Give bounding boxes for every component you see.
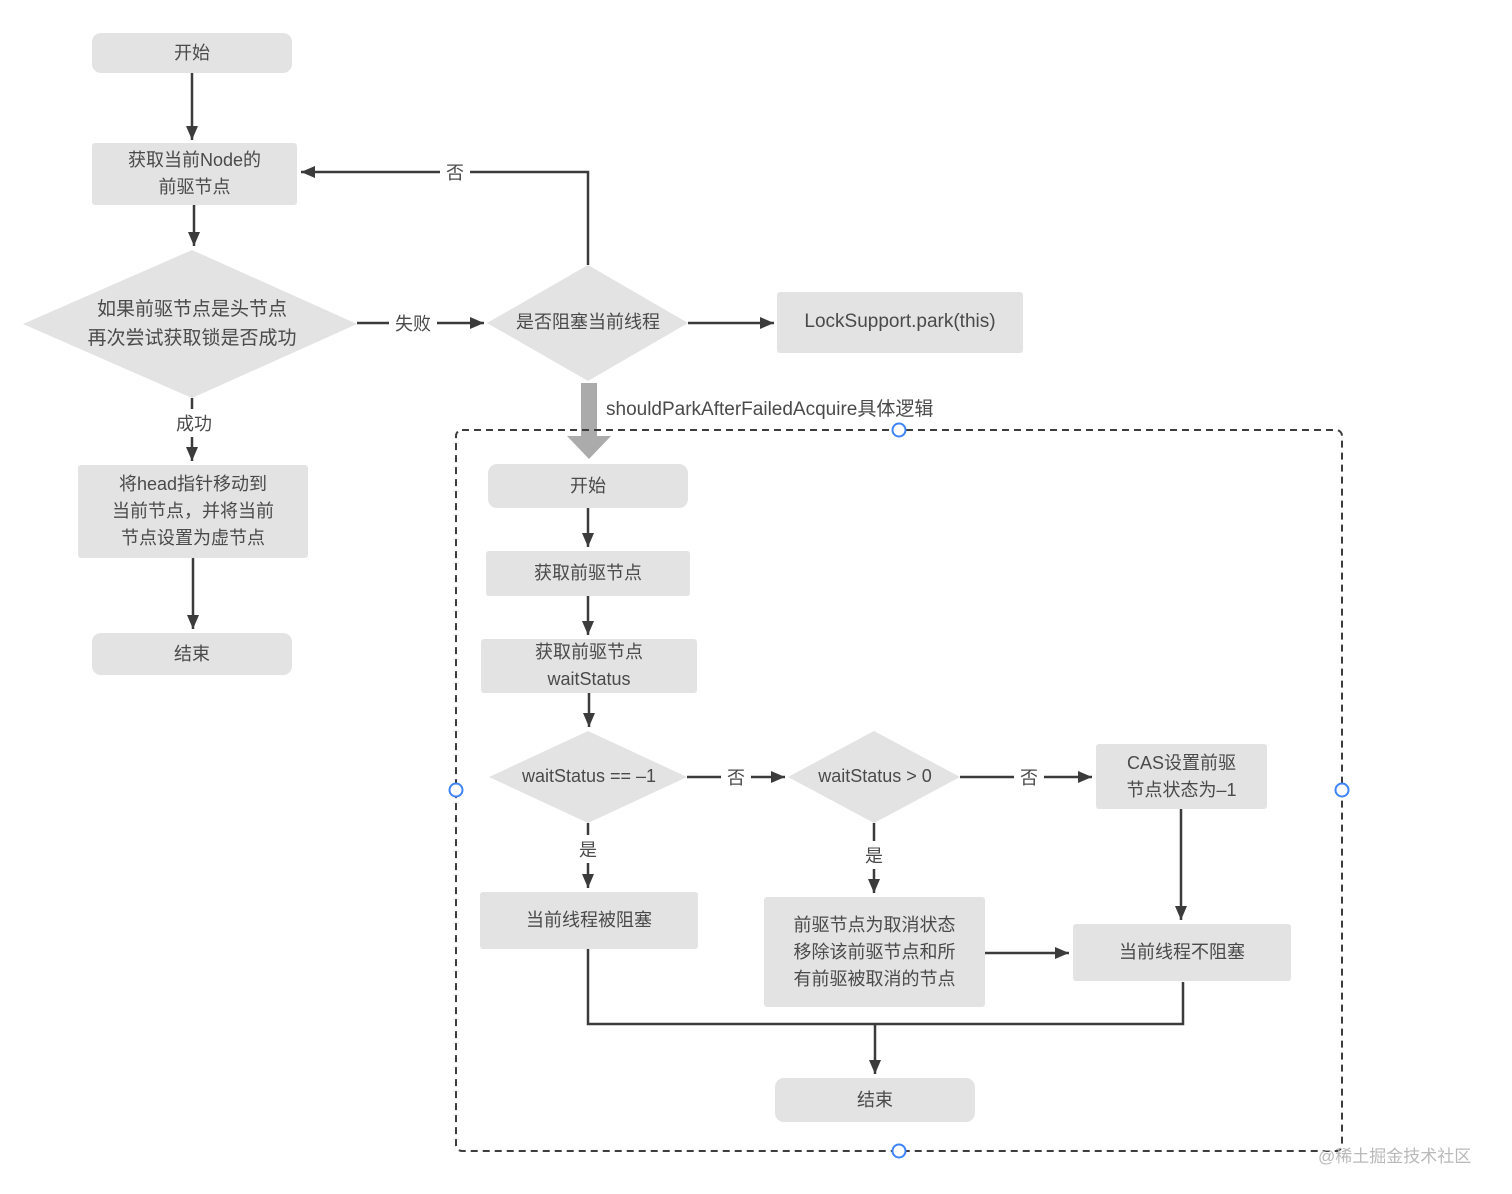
edge-label-fail: 失败 — [389, 309, 437, 337]
detail-annotation: shouldParkAfterFailedAcquire具体逻辑 — [606, 399, 934, 420]
edge-label-no-loop: 否 — [440, 158, 470, 186]
get-node-pred-node[interactable]: 获取当前Node的 前驱节点 — [92, 143, 297, 205]
juejin-watermark: @稀土掘金技术社区 — [1318, 1147, 1472, 1166]
inner-end-node[interactable]: 结束 — [775, 1078, 975, 1122]
edge-label-yes-1: 是 — [573, 835, 603, 863]
cas-set-node[interactable]: CAS设置前驱 节点状态为–1 — [1096, 744, 1267, 809]
selection-handle-bottom[interactable] — [891, 1143, 907, 1159]
edge-label-success: 成功 — [170, 409, 218, 437]
waitstatus-neg1-diamond[interactable] — [489, 731, 687, 823]
selection-handle-right[interactable] — [1334, 782, 1350, 798]
edge-blockcheck-no-loop — [301, 166, 590, 265]
get-waitstatus-node[interactable]: 获取前驱节点 waitStatus — [481, 639, 697, 693]
edge-merge-line — [586, 948, 1185, 1026]
move-head-node[interactable]: 将head指针移动到 当前节点，并将当前 节点设置为虚节点 — [78, 465, 308, 558]
thread-blocked-node[interactable]: 当前线程被阻塞 — [480, 892, 698, 949]
head-check-label: 如果前驱节点是头节点 再次尝试获取锁是否成功 — [87, 298, 297, 349]
get-pred-node[interactable]: 获取前驱节点 — [486, 551, 690, 596]
inner-start-node[interactable]: 开始 — [488, 464, 688, 508]
outer-end-node[interactable]: 结束 — [92, 633, 292, 675]
waitstatus-gt0-diamond[interactable] — [788, 731, 960, 823]
pred-cancelled-node[interactable]: 前驱节点为取消状态 移除该前驱节点和所 有前驱被取消的节点 — [764, 897, 985, 1007]
selection-handle-top[interactable] — [891, 422, 907, 438]
waitstatus-gt0-label: waitStatus > 0 — [818, 766, 932, 787]
edge-label-yes-2: 是 — [859, 841, 889, 869]
detail-arrow-head — [567, 436, 611, 459]
lock-park-node[interactable]: LockSupport.park(this) — [777, 292, 1023, 353]
block-check-diamond[interactable] — [487, 265, 688, 381]
edge-label-no-1: 否 — [721, 763, 751, 791]
head-check-diamond[interactable] — [23, 250, 357, 398]
edge-label-no-2: 否 — [1014, 763, 1044, 791]
outer-start-node[interactable]: 开始 — [92, 33, 292, 73]
block-check-label: 是否阻塞当前线程 — [516, 312, 660, 333]
selection-handle-left[interactable] — [448, 782, 464, 798]
thread-not-blocked-node[interactable]: 当前线程不阻塞 — [1073, 924, 1291, 981]
waitstatus-neg1-label: waitStatus == –1 — [521, 766, 657, 787]
